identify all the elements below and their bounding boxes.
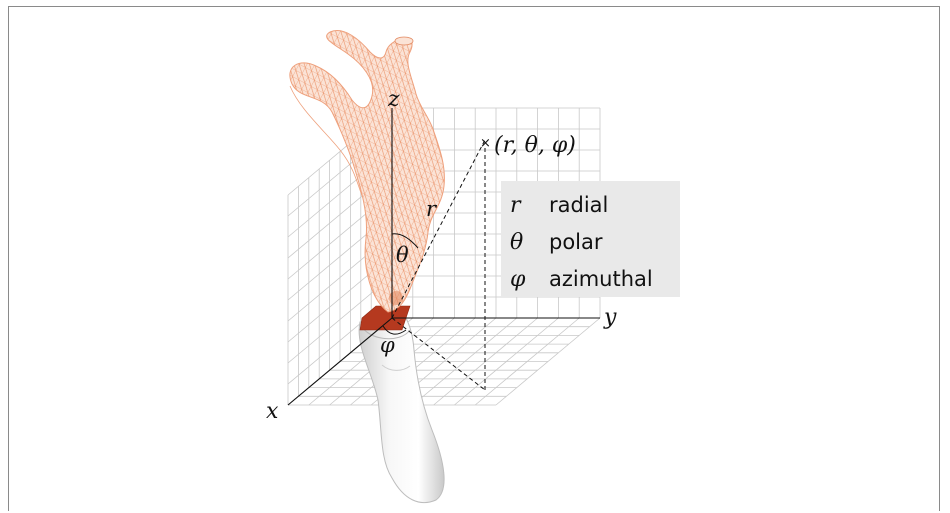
legend-label-radial: radial bbox=[549, 193, 608, 217]
phi-label: φ bbox=[380, 333, 395, 357]
coordinate-axes bbox=[287, 108, 600, 406]
theta-label: θ bbox=[396, 243, 409, 267]
projection-line bbox=[391, 317, 486, 391]
legend: r radial θ polar φ azimuthal bbox=[501, 181, 680, 297]
construction-lines bbox=[391, 139, 486, 391]
legend-label-azimuthal: azimuthal bbox=[549, 267, 653, 291]
radius-label: r bbox=[426, 197, 438, 221]
figure-frame bbox=[8, 6, 940, 511]
phi-arc bbox=[382, 325, 407, 335]
y-axis-label: y bbox=[603, 305, 617, 330]
floor-grid bbox=[287, 317, 601, 406]
x-axis bbox=[287, 317, 393, 406]
point-coordinate-label: (r, θ, φ) bbox=[494, 133, 576, 158]
legend-box bbox=[501, 181, 680, 297]
x-axis-label: x bbox=[266, 399, 279, 424]
point-marker: × bbox=[480, 136, 491, 151]
heart-mesh bbox=[289, 30, 445, 313]
z-axis-label: z bbox=[387, 87, 400, 112]
legend-symbol-azimuthal: φ bbox=[510, 267, 526, 292]
legend-symbol-radial: r bbox=[510, 193, 522, 218]
legend-symbol-polar: θ bbox=[510, 230, 523, 255]
theta-arc bbox=[391, 233, 419, 249]
legend-label-polar: polar bbox=[549, 230, 603, 254]
radius-line bbox=[391, 139, 486, 319]
ultrasound-probe bbox=[358, 317, 445, 504]
